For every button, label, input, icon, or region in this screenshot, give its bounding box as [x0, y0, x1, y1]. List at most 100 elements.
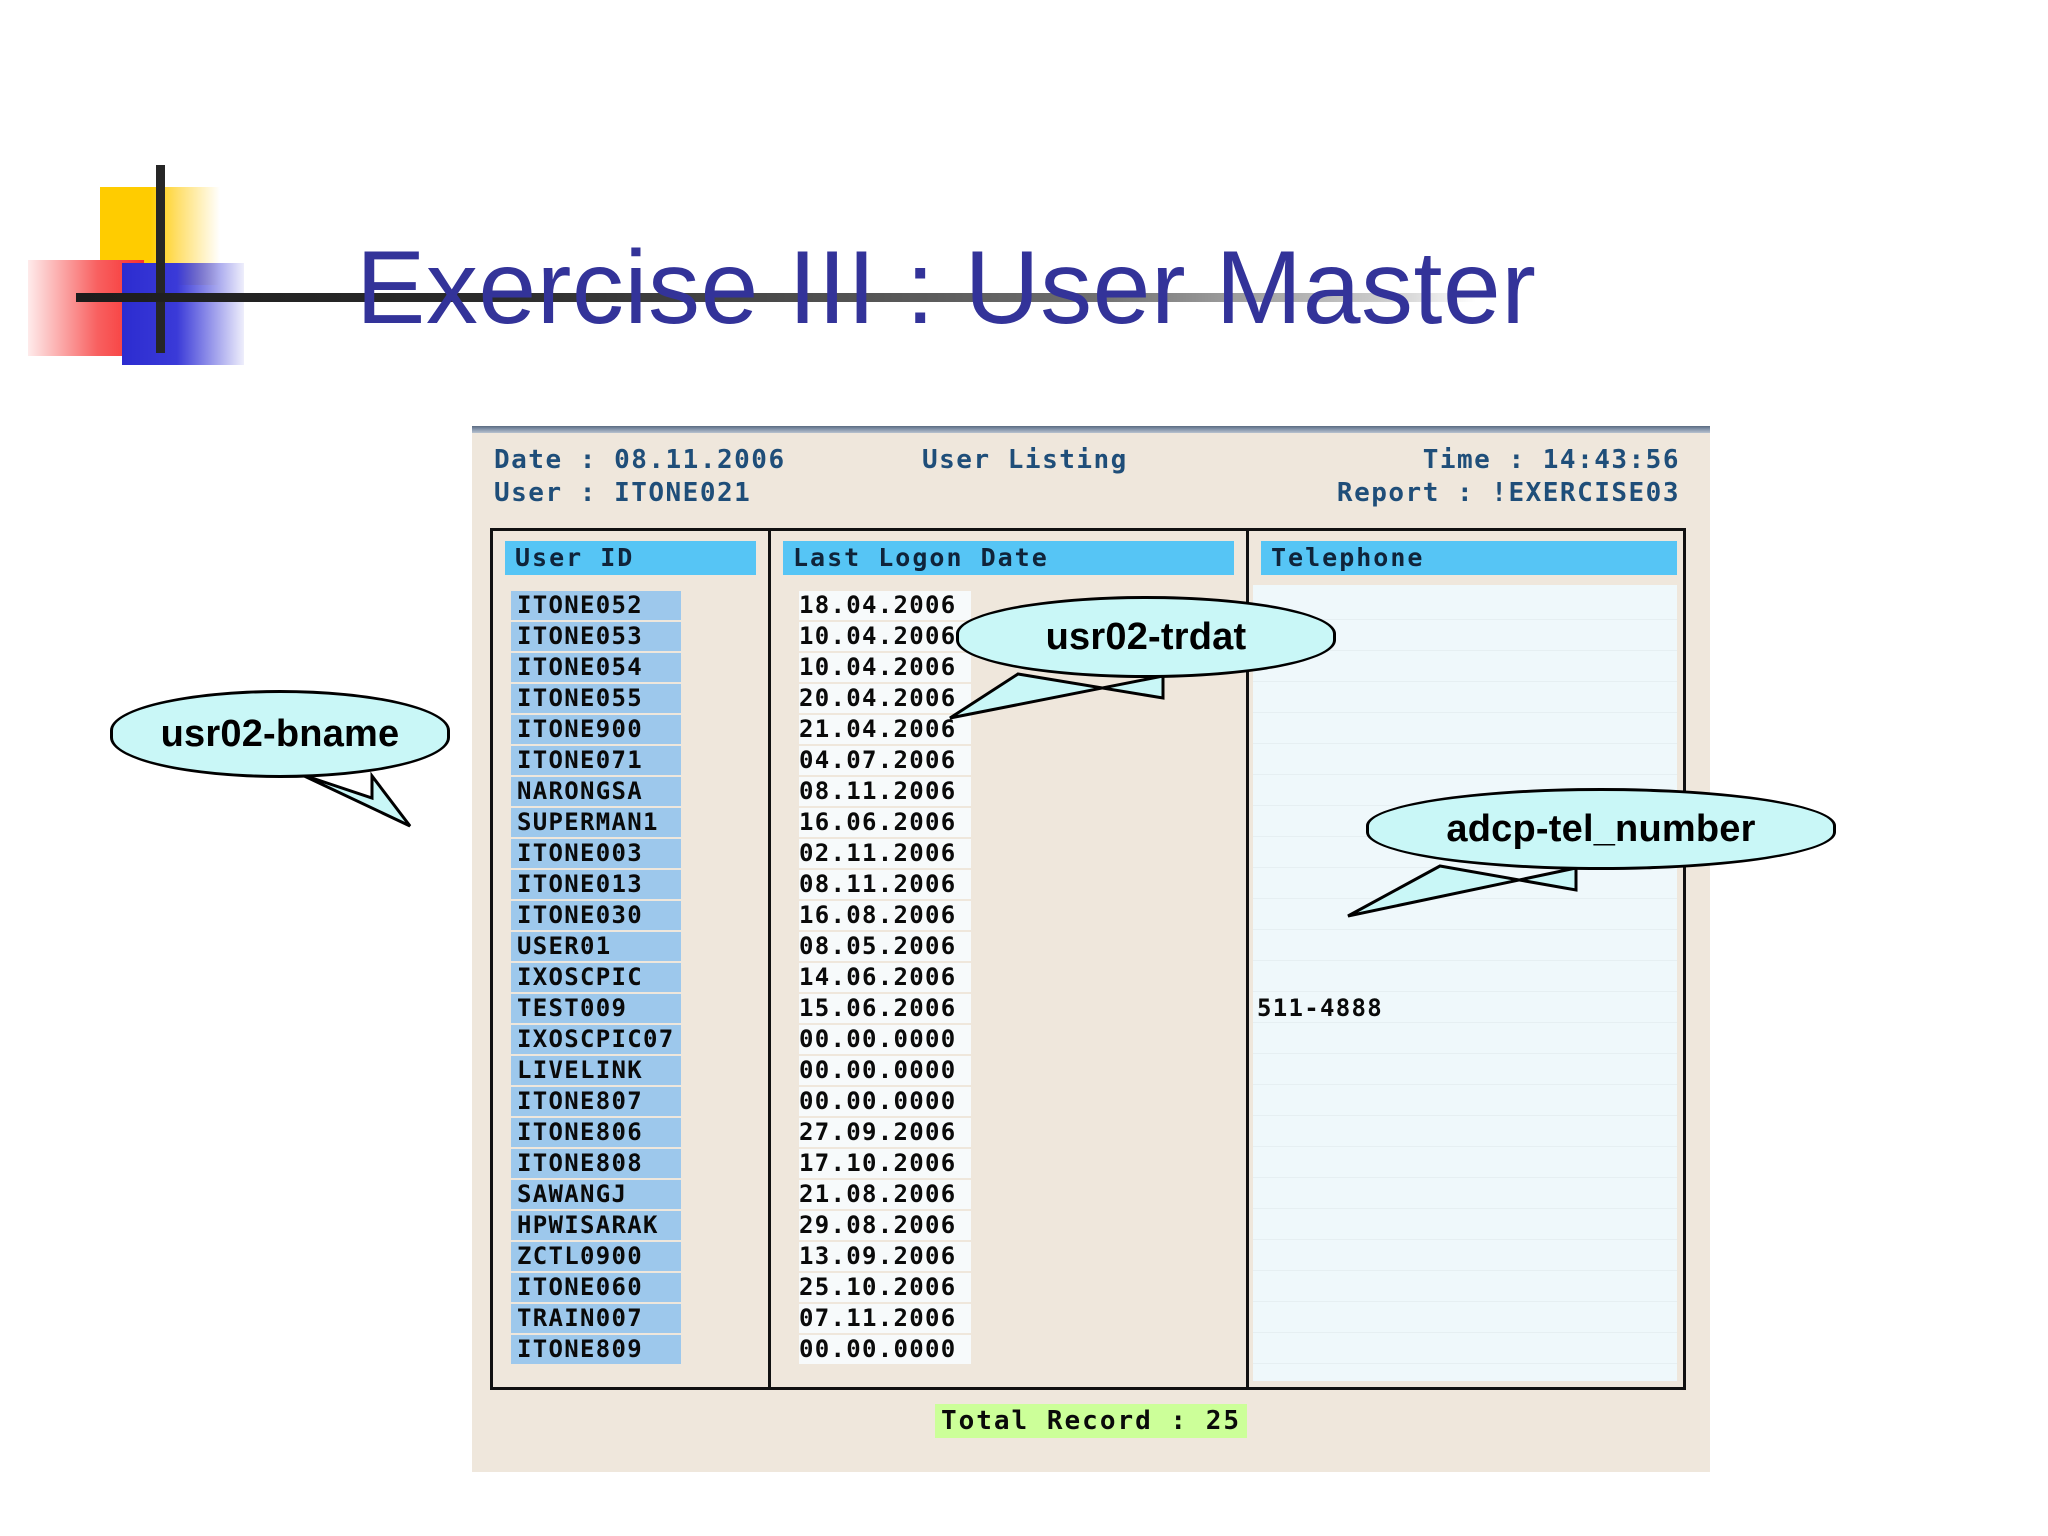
logo-blue-square — [122, 263, 244, 365]
table-cell-last-logon-date: 27.09.2006 — [799, 1118, 971, 1147]
callout-adcp-tel-number: adcp-tel_number — [1344, 788, 1864, 928]
table-cell-last-logon-date: 17.10.2006 — [799, 1149, 971, 1178]
table-cell-last-logon-date: 00.00.0000 — [799, 1087, 971, 1116]
table-cell-last-logon-date: 10.04.2006 — [799, 653, 971, 682]
table-cell-user-id: USER01 — [511, 932, 681, 961]
table-cell-telephone — [1253, 1304, 1677, 1333]
table-cell-user-id: ITONE003 — [511, 839, 681, 868]
table-cell-telephone — [1253, 1242, 1677, 1271]
total-record-label: Total Record : 25 — [934, 1404, 1248, 1438]
table-cell-last-logon-date: 04.07.2006 — [799, 746, 971, 775]
report-footer: Total Record : 25 — [472, 1404, 1710, 1438]
table-cell-last-logon-date: 07.11.2006 — [799, 1304, 971, 1333]
column-header-label: Last Logon Date — [783, 541, 1234, 575]
table-cell-telephone — [1253, 963, 1677, 992]
table-cell-last-logon-date: 25.10.2006 — [799, 1273, 971, 1302]
logo-vertical-rule — [156, 165, 165, 353]
table-cell-last-logon-date: 00.00.0000 — [799, 1335, 971, 1364]
table-cell-last-logon-date: 13.09.2006 — [799, 1242, 971, 1271]
table-cell-last-logon-date: 15.06.2006 — [799, 994, 971, 1023]
table-cell-user-id: ITONE900 — [511, 715, 681, 744]
table-cell-telephone — [1253, 901, 1677, 930]
table-cell-user-id: ITONE809 — [511, 1335, 681, 1364]
table-cell-telephone — [1253, 1180, 1677, 1209]
report-header: Date : 08.11.2006 User Listing Time : 14… — [472, 444, 1710, 518]
report-title-bar — [472, 426, 1710, 433]
report-header-row-1: Date : 08.11.2006 User Listing Time : 14… — [472, 444, 1710, 477]
table-cell-telephone — [1253, 622, 1677, 651]
table-cell-last-logon-date: 14.06.2006 — [799, 963, 971, 992]
callout-usr02-bname: usr02-bname — [110, 690, 530, 860]
table-cell-last-logon-date: 10.04.2006 — [799, 622, 971, 651]
report-user: User : ITONE021 — [494, 478, 752, 508]
column-header-label: User ID — [505, 541, 756, 575]
callout-usr02-trdat: usr02-trdat — [948, 596, 1378, 756]
table-cell-last-logon-date: 00.00.0000 — [799, 1025, 971, 1054]
table-cell-telephone — [1253, 1056, 1677, 1085]
callout-bubble-label: usr02-bname — [110, 690, 450, 778]
table-cell-telephone — [1253, 870, 1677, 899]
table-cell-telephone — [1253, 1211, 1677, 1240]
column-body-telephone: 511-4888 — [1253, 585, 1677, 1381]
table-cell-telephone — [1253, 684, 1677, 713]
table-cell-telephone — [1253, 715, 1677, 744]
table-cell-user-id: TEST009 — [511, 994, 681, 1023]
report-header-row-2: User : ITONE021 Report : !EXERCISE03 — [472, 477, 1710, 510]
report-time: Time : 14:43:56 — [1422, 445, 1680, 475]
table-cell-user-id: ITONE806 — [511, 1118, 681, 1147]
table-cell-user-id: ITONE052 — [511, 591, 681, 620]
table-cell-user-id: ITONE053 — [511, 622, 681, 651]
table-cell-telephone — [1253, 839, 1677, 868]
report-listing-title: User Listing — [922, 445, 1128, 475]
table-cell-user-id: SUPERMAN1 — [511, 808, 681, 837]
table-cell-user-id: TRAIN007 — [511, 1304, 681, 1333]
callout-bubble-label: adcp-tel_number — [1366, 788, 1836, 870]
table-cell-user-id: ITONE807 — [511, 1087, 681, 1116]
table-cell-last-logon-date: 20.04.2006 — [799, 684, 971, 713]
table-cell-telephone — [1253, 746, 1677, 775]
column-header-user-id: User ID — [493, 531, 768, 585]
table-cell-telephone — [1253, 1118, 1677, 1147]
table-cell-telephone: 511-4888 — [1253, 994, 1677, 1023]
table-cell-last-logon-date: 18.04.2006 — [799, 591, 971, 620]
table-cell-user-id: ITONE054 — [511, 653, 681, 682]
table-cell-user-id: LIVELINK — [511, 1056, 681, 1085]
table-cell-last-logon-date: 29.08.2006 — [799, 1211, 971, 1240]
report-date: Date : 08.11.2006 — [494, 445, 786, 475]
logo-horizontal-rule — [76, 293, 1476, 302]
table-cell-user-id: ZCTL0900 — [511, 1242, 681, 1271]
callout-bubble-label: usr02-trdat — [956, 596, 1336, 678]
table-cell-user-id: ITONE013 — [511, 870, 681, 899]
table-cell-last-logon-date: 08.11.2006 — [799, 870, 971, 899]
page-title: Exercise III : User Master — [356, 230, 1537, 346]
table-cell-telephone — [1253, 1149, 1677, 1178]
table-cell-user-id: ITONE030 — [511, 901, 681, 930]
table-cell-user-id: ITONE055 — [511, 684, 681, 713]
column-header-telephone: Telephone — [1249, 531, 1683, 585]
table-cell-user-id: IXOSCPIC07 — [511, 1025, 681, 1054]
table-cell-telephone — [1253, 591, 1677, 620]
table-cell-user-id: ITONE060 — [511, 1273, 681, 1302]
decorative-logo-mark — [28, 165, 1476, 365]
table-cell-last-logon-date: 21.04.2006 — [799, 715, 971, 744]
column-telephone: Telephone 511-4888 — [1249, 531, 1683, 1387]
table-cell-telephone — [1253, 653, 1677, 682]
table-cell-telephone — [1253, 1273, 1677, 1302]
table-cell-last-logon-date: 08.11.2006 — [799, 777, 971, 806]
column-header-last-logon-date: Last Logon Date — [771, 531, 1246, 585]
table-cell-user-id: NARONGSA — [511, 777, 681, 806]
table-cell-last-logon-date: 00.00.0000 — [799, 1056, 971, 1085]
report-panel: Date : 08.11.2006 User Listing Time : 14… — [472, 426, 1710, 1472]
table-cell-telephone — [1253, 1087, 1677, 1116]
table-cell-last-logon-date: 08.05.2006 — [799, 932, 971, 961]
table-cell-last-logon-date: 16.08.2006 — [799, 901, 971, 930]
table-cell-user-id: IXOSCPIC — [511, 963, 681, 992]
report-name: Report : !EXERCISE03 — [1336, 478, 1680, 508]
table-cell-user-id: HPWISARAK — [511, 1211, 681, 1240]
table-cell-telephone — [1253, 1335, 1677, 1364]
table-cell-last-logon-date: 16.06.2006 — [799, 808, 971, 837]
